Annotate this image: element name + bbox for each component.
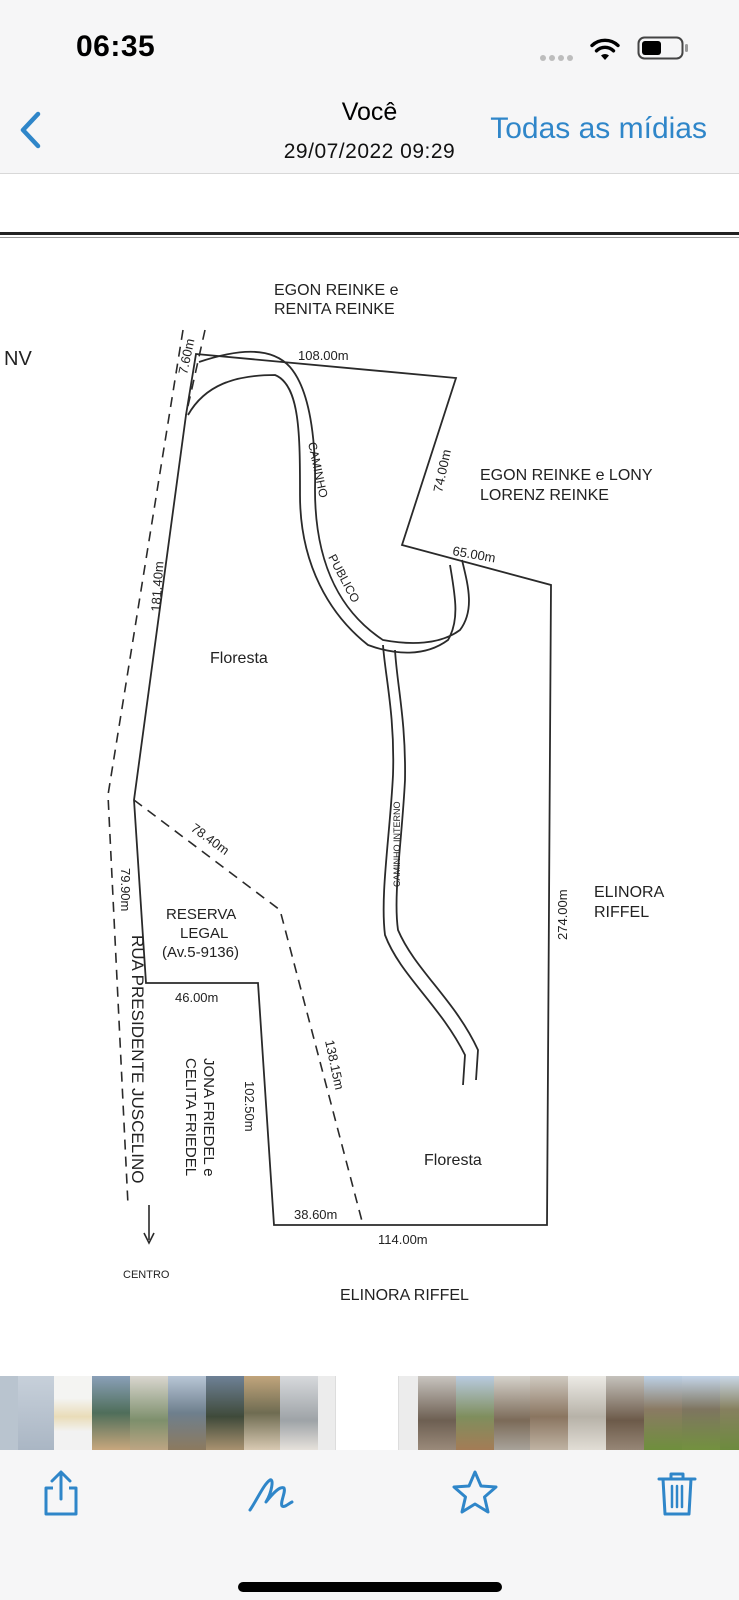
street-label: RUA PRESIDENTE JUSCELINO <box>128 935 147 1183</box>
property-map: EGON REINKE e RENITA REINKE EGON REINKE … <box>4 282 665 1304</box>
measure-46: 46.00m <box>175 990 218 1005</box>
measure-38-60: 38.60m <box>294 1207 337 1222</box>
reserve-label-3: (Av.5-9136) <box>162 944 239 961</box>
all-media-button[interactable]: Todas as mídias <box>490 112 707 145</box>
thumbnail[interactable] <box>18 1376 54 1450</box>
centro-label: CENTRO <box>123 1269 170 1281</box>
thumbnail[interactable] <box>568 1376 606 1450</box>
measure-181-40: 181.40m <box>148 561 166 613</box>
right-owner-label: ELINORA <box>594 884 665 901</box>
thumbnail-strip[interactable] <box>0 1376 739 1450</box>
nav-subtitle-date: 29/07/2022 09:29 <box>283 140 456 163</box>
internal-road-right <box>394 649 479 1081</box>
north-owner-label: EGON REINKE e <box>274 282 399 299</box>
document-top-rule <box>0 232 739 235</box>
star-icon[interactable] <box>450 1468 500 1518</box>
measure-74: 74.00m <box>430 448 454 494</box>
status-time: 06:35 <box>76 30 156 63</box>
measure-7-60: 7.60m <box>175 337 197 375</box>
public-road-outer <box>198 350 470 644</box>
east-owner-label: EGON REINKE e LONY <box>480 467 653 484</box>
neighbor-label-1: JONA FRIEDEL e <box>200 1058 217 1177</box>
measure-78-40: 78.40m <box>188 820 232 858</box>
thumbnail[interactable] <box>280 1376 318 1450</box>
thumbnail[interactable] <box>130 1376 168 1450</box>
wifi-icon <box>590 38 620 60</box>
markup-icon[interactable] <box>246 1468 296 1518</box>
battery-icon <box>637 36 688 60</box>
south-owner-label: ELINORA RIFFEL <box>340 1287 469 1304</box>
thumbnail[interactable] <box>0 1376 18 1450</box>
right-owner-label-2: RIFFEL <box>594 904 649 921</box>
thumbnail[interactable] <box>494 1376 530 1450</box>
internal-road-label: CAMINHO INTERNO <box>392 802 402 888</box>
measure-65: 65.00m <box>451 543 496 565</box>
document-top-rule-thin <box>0 237 739 238</box>
reserve-label-2: LEGAL <box>180 925 228 942</box>
measure-108: 108.00m <box>298 348 349 363</box>
nav-title: Você <box>341 98 398 126</box>
thumbnail[interactable] <box>92 1376 130 1450</box>
thumbnail-selected[interactable] <box>335 1376 399 1450</box>
edge-fragment-label: NV <box>4 348 32 370</box>
thumbnail[interactable] <box>456 1376 494 1450</box>
thumbnail[interactable] <box>682 1376 720 1450</box>
property-boundary <box>133 353 552 1226</box>
measure-274: 274.00m <box>555 889 570 940</box>
neighbor-label-2: CELITA FRIEDEL <box>182 1058 199 1176</box>
forest-label-1: Floresta <box>210 650 268 667</box>
measure-79-90: 79.90m <box>118 868 133 911</box>
bottom-toolbar <box>0 1450 739 1600</box>
thumbnail[interactable] <box>720 1376 739 1450</box>
measure-114: 114.00m <box>378 1232 428 1247</box>
measure-102-50: 102.50m <box>242 1081 257 1132</box>
internal-road-left <box>382 644 466 1086</box>
reserve-label-1: RESERVA <box>166 906 236 923</box>
thumbnail[interactable] <box>54 1376 92 1450</box>
thumbnail[interactable] <box>168 1376 206 1450</box>
trash-icon[interactable] <box>652 1468 702 1518</box>
document-viewer[interactable]: EGON REINKE e RENITA REINKE EGON REINKE … <box>0 175 739 1373</box>
thumbnail[interactable] <box>606 1376 644 1450</box>
share-icon[interactable] <box>36 1468 86 1518</box>
thumbnail[interactable] <box>644 1376 682 1450</box>
centro-arrow <box>143 1205 155 1245</box>
forest-label-2: Floresta <box>424 1152 482 1169</box>
cellular-signal-icon <box>540 55 578 63</box>
north-owner-label-2: RENITA REINKE <box>274 301 395 318</box>
status-bar: 06:35 <box>0 0 739 88</box>
thumbnail[interactable] <box>206 1376 244 1450</box>
home-indicator[interactable] <box>238 1582 502 1592</box>
public-road-inner <box>187 374 457 654</box>
back-chevron-icon[interactable] <box>14 108 48 152</box>
street-edge-dashed-left <box>107 329 184 1206</box>
street-edge-dashed-right <box>185 329 206 416</box>
public-road-label-1: CAMINHO <box>305 441 330 499</box>
navigation-bar: Você 29/07/2022 09:29 Todas as mídias <box>0 88 739 174</box>
reserve-boundary-dashed <box>133 799 364 1226</box>
thumbnail[interactable] <box>244 1376 280 1450</box>
thumbnail[interactable] <box>418 1376 456 1450</box>
thumbnail[interactable] <box>530 1376 568 1450</box>
east-owner-label-2: LORENZ REINKE <box>480 487 609 504</box>
